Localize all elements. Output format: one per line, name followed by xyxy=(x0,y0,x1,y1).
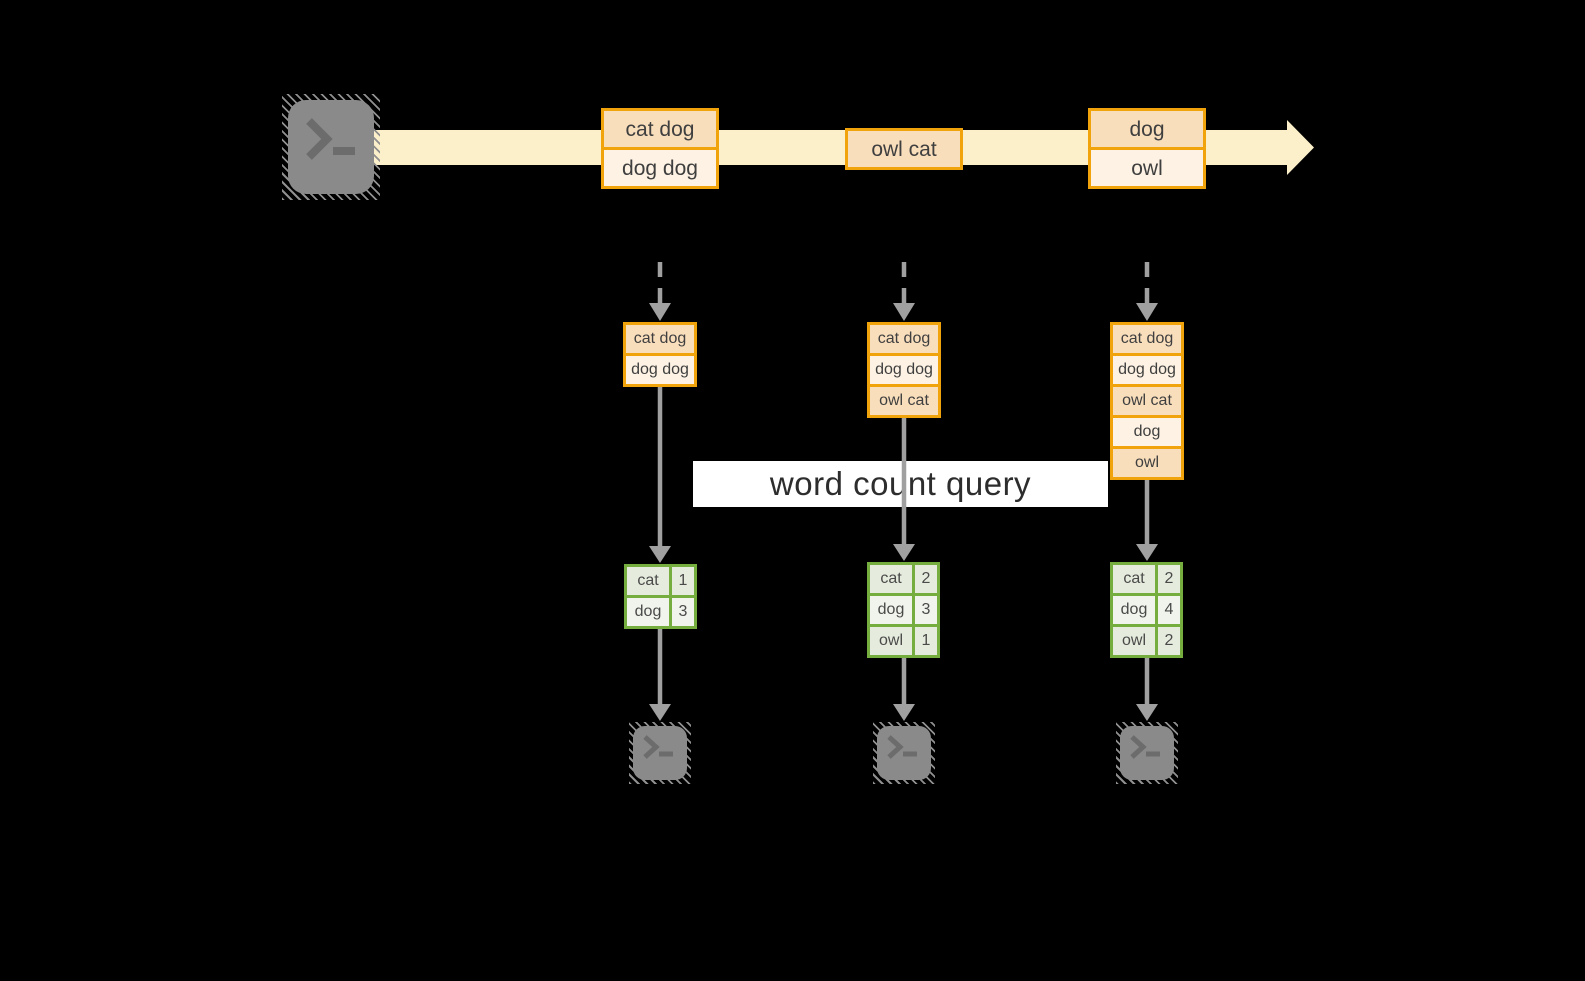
arrowhead-icon xyxy=(649,704,671,721)
stream-record: owl cat xyxy=(848,131,960,167)
result-count: 2 xyxy=(1158,627,1180,655)
result-word: cat xyxy=(870,565,912,593)
source-terminal-icon xyxy=(282,94,380,200)
state-record: dog dog xyxy=(870,356,938,384)
result-count: 4 xyxy=(1158,596,1180,624)
stream-record: cat dog xyxy=(604,111,716,147)
arrowhead-icon xyxy=(893,544,915,561)
state-record: dog xyxy=(1113,418,1181,446)
result-table-1: cat 1 dog 3 xyxy=(624,564,697,629)
sink-terminal-icon-3 xyxy=(1116,722,1178,784)
state-record: cat dog xyxy=(870,325,938,353)
state-record: cat dog xyxy=(1113,325,1181,353)
stream-record: dog dog xyxy=(604,150,716,186)
arrowhead-icon xyxy=(1136,704,1158,721)
stream-record: dog xyxy=(1091,111,1203,147)
result-word: cat xyxy=(1113,565,1155,593)
input-state-2: cat dog dog dog owl cat xyxy=(867,322,941,418)
terminal-prompt-icon xyxy=(887,735,917,759)
result-word: owl xyxy=(1113,627,1155,655)
arrowhead-icon xyxy=(893,303,915,321)
arrowhead-icon xyxy=(1136,303,1158,321)
state-record: cat dog xyxy=(626,325,694,353)
terminal-prompt-icon xyxy=(643,735,673,759)
state-record: owl xyxy=(1113,449,1181,477)
terminal-prompt-icon xyxy=(1130,735,1160,759)
result-count: 1 xyxy=(915,627,937,655)
input-state-3: cat dog dog dog owl cat dog owl xyxy=(1110,322,1184,480)
sink-terminal-icon-2 xyxy=(873,722,935,784)
stream-band-arrowhead-icon xyxy=(1287,120,1314,175)
result-word: dog xyxy=(627,598,669,626)
result-count: 3 xyxy=(672,598,694,626)
stream-record: owl xyxy=(1091,150,1203,186)
state-record: dog dog xyxy=(1113,356,1181,384)
result-count: 3 xyxy=(915,596,937,624)
arrowhead-icon xyxy=(649,303,671,321)
result-word: cat xyxy=(627,567,669,595)
result-word: dog xyxy=(1113,596,1155,624)
state-record: dog dog xyxy=(626,356,694,384)
result-word: dog xyxy=(870,596,912,624)
input-state-1: cat dog dog dog xyxy=(623,322,697,387)
arrowhead-icon xyxy=(1136,544,1158,561)
stream-batch-3: dog owl xyxy=(1088,108,1206,189)
arrowhead-icon xyxy=(649,546,671,563)
sink-terminal-icon-1 xyxy=(629,722,691,784)
stream-batch-1: cat dog dog dog xyxy=(601,108,719,189)
terminal-body xyxy=(288,100,374,194)
state-record: owl cat xyxy=(1113,387,1181,415)
arrowhead-icon xyxy=(893,704,915,721)
result-count: 2 xyxy=(915,565,937,593)
result-count: 2 xyxy=(1158,565,1180,593)
result-table-2: cat 2 dog 3 owl 1 xyxy=(867,562,940,658)
stream-batch-2: owl cat xyxy=(845,128,963,170)
state-record: owl cat xyxy=(870,387,938,415)
result-count: 1 xyxy=(672,567,694,595)
query-label: word count query xyxy=(693,461,1108,507)
result-table-3: cat 2 dog 4 owl 2 xyxy=(1110,562,1183,658)
terminal-prompt-icon xyxy=(306,118,355,160)
result-word: owl xyxy=(870,627,912,655)
